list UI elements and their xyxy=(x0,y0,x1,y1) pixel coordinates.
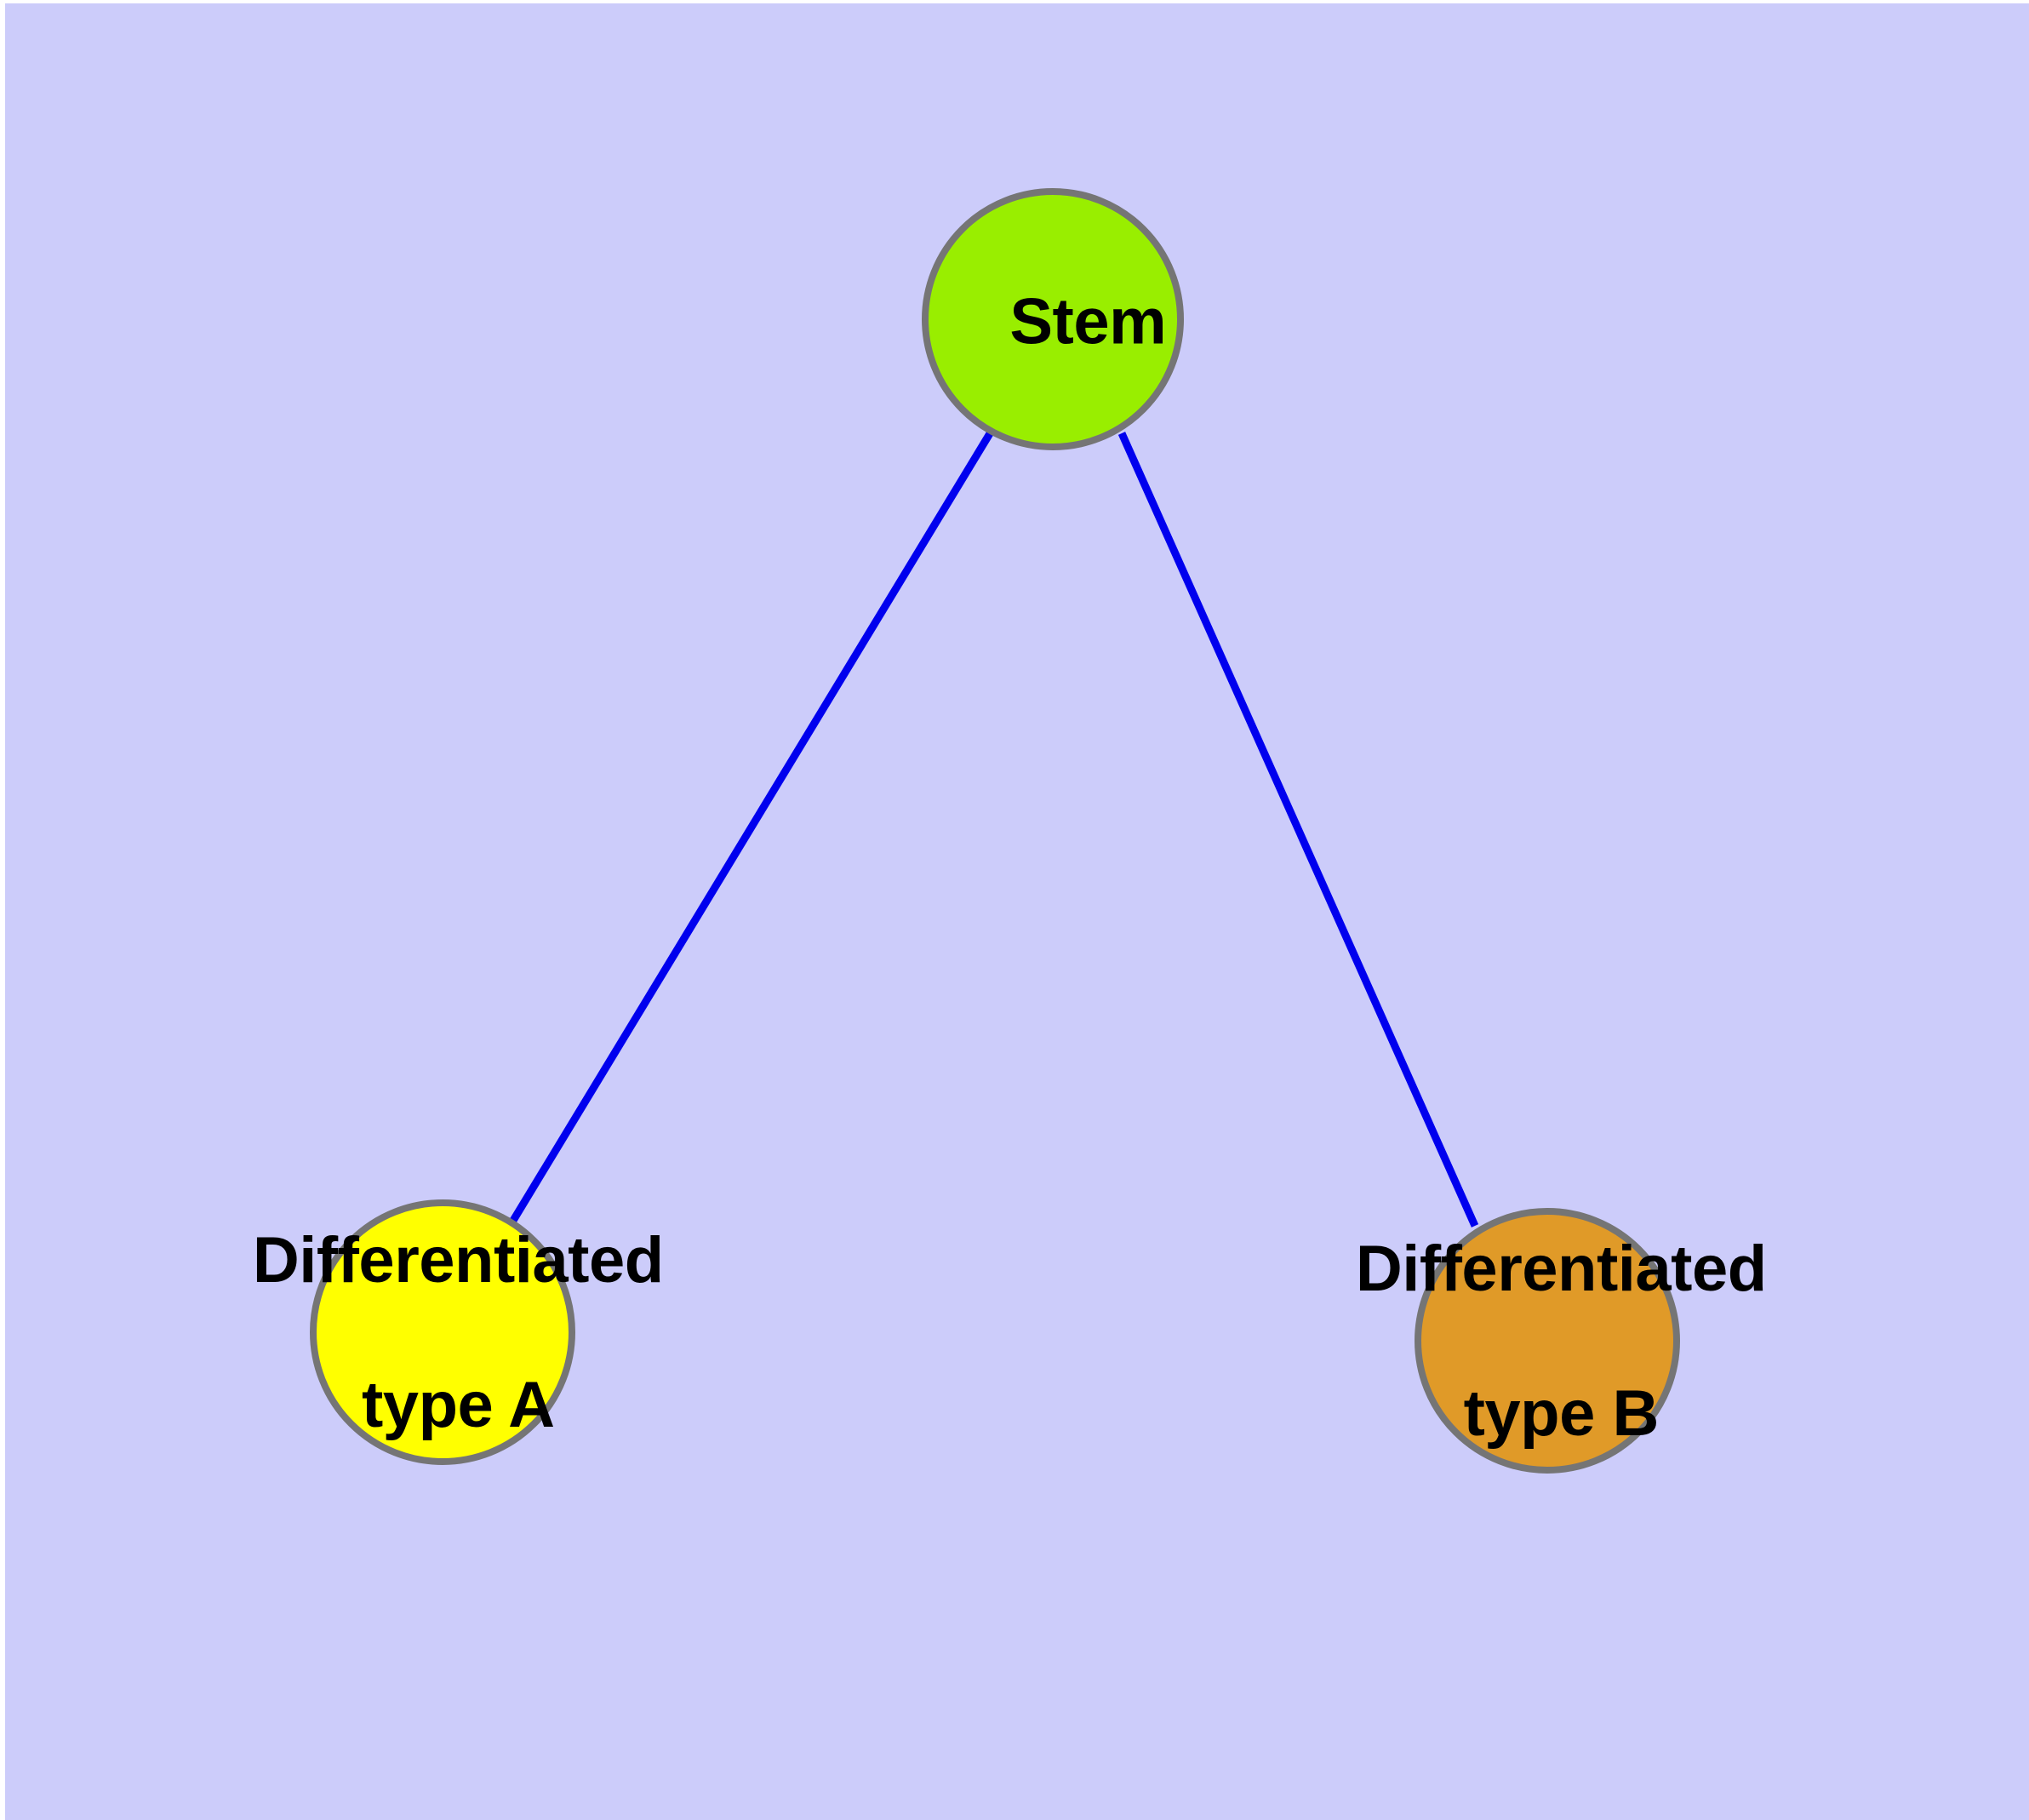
node-differentiated-type-a[interactable] xyxy=(310,1199,575,1465)
edge-layer xyxy=(508,428,1479,1228)
node-layer xyxy=(310,188,1680,1474)
node-differentiated-type-b[interactable] xyxy=(1415,1208,1680,1474)
edge-stem-to-differentiated-type-b[interactable] xyxy=(1117,432,1479,1228)
edge-stem-to-differentiated-type-a[interactable] xyxy=(508,428,995,1226)
node-stem[interactable] xyxy=(922,188,1184,450)
